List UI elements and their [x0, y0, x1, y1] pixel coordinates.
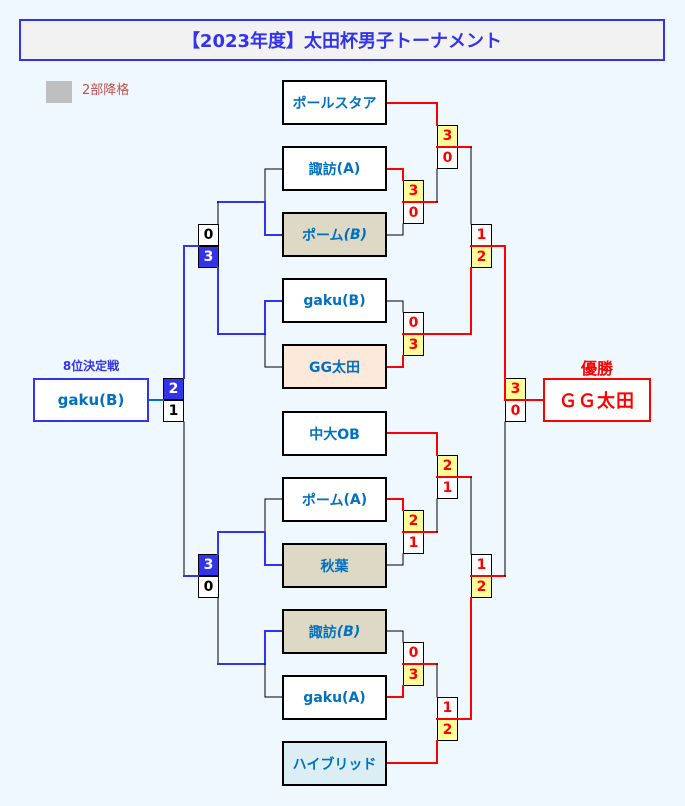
score-cell: 3 [403, 664, 424, 686]
team-suffix: (A) [343, 491, 368, 508]
score-cell: 1 [471, 224, 492, 246]
team-box[interactable]: gaku(B) [282, 278, 387, 323]
team-suffix: (B) [336, 623, 361, 640]
winner-path-line [386, 102, 438, 126]
placement-score-cell: 0 [198, 576, 219, 598]
team-box[interactable]: ハイブリッド [282, 741, 387, 786]
final-score-cell: 3 [505, 378, 526, 400]
score-cell: 2 [437, 455, 458, 477]
score-cell: 1 [437, 477, 458, 499]
score-cell: 2 [403, 510, 424, 532]
team-box[interactable]: GG太田 [282, 344, 387, 389]
placement-path-line [217, 267, 283, 335]
final-score-cell: 0 [505, 400, 526, 422]
placement-path-line [217, 201, 283, 236]
team-box[interactable]: 諏訪(A) [282, 146, 387, 191]
winner-path-line [386, 168, 404, 181]
team-box[interactable]: 中大OB [282, 411, 387, 456]
team-name: 諏訪 [308, 624, 337, 641]
winner-path-line [386, 685, 404, 698]
champion-box[interactable]: ＧＧ太田 [543, 378, 651, 422]
score-cell: 2 [471, 246, 492, 268]
score-cell: 0 [403, 312, 424, 334]
score-cell: 0 [437, 147, 458, 169]
page-title: 【2023年度】太田杯男子トーナメント [19, 19, 665, 61]
team-box[interactable]: ポーム(A) [282, 477, 387, 522]
team-name: ポーム [301, 492, 344, 509]
placement-path-line [183, 245, 199, 379]
team-box[interactable]: ポールスタア [282, 80, 387, 125]
score-cell: 2 [437, 719, 458, 741]
team-suffix: (B) [343, 226, 368, 243]
team-suffix: (A) [336, 160, 361, 177]
team-name: GG太田 [309, 359, 360, 376]
placement-winner-name: gaku(B) [57, 391, 125, 409]
winner-path-line [386, 355, 404, 368]
team-suffix: (B) [342, 292, 366, 309]
placement-score-cell: 3 [198, 554, 219, 576]
team-name: ポーム [301, 227, 344, 244]
winner-path-line [386, 432, 438, 456]
team-box[interactable]: gaku(A) [282, 675, 387, 720]
bracket-line [386, 300, 404, 313]
bracket-line [264, 663, 283, 698]
champion-name: ＧＧ太田 [559, 391, 635, 412]
score-cell: 0 [403, 642, 424, 664]
placement-score-cell: 0 [198, 224, 219, 246]
team-box[interactable]: ポーム(B) [282, 212, 387, 257]
score-cell: 3 [403, 334, 424, 356]
placement-final-score-cell: 2 [163, 378, 184, 400]
placement-final-score-cell: 1 [163, 400, 184, 422]
placement-score-cell: 3 [198, 246, 219, 268]
placement-path-line [217, 531, 283, 566]
team-box[interactable]: 秋葉 [282, 543, 387, 588]
champion-label: 優勝 [580, 359, 613, 378]
score-cell: 1 [471, 554, 492, 576]
winner-path-line [470, 245, 544, 401]
title-text: 【2023年度】太田杯男子トーナメント [181, 31, 503, 52]
team-name: gaku [303, 292, 343, 309]
bracket-line [264, 168, 283, 203]
team-suffix: (A) [342, 689, 366, 706]
score-cell: 0 [403, 202, 424, 224]
placement-path-line [217, 630, 283, 665]
team-box[interactable]: 諏訪(B) [282, 609, 387, 654]
team-name: 中大OB [309, 426, 360, 443]
score-cell: 3 [403, 180, 424, 202]
score-cell: 1 [403, 532, 424, 554]
winner-path-line [386, 740, 438, 764]
legend-label: 2部降格 [82, 83, 130, 98]
winner-path-line [386, 498, 404, 511]
score-cell: 3 [437, 125, 458, 147]
bracket-line [264, 498, 283, 533]
team-name: ハイブリッド [292, 756, 377, 773]
placement-winner-box[interactable]: gaku(B) [33, 378, 149, 422]
legend-swatch [46, 81, 72, 103]
team-name: 秋葉 [320, 558, 349, 575]
bracket-line [264, 333, 283, 368]
team-name: ポールスタア [292, 95, 377, 112]
team-name: gaku [303, 689, 343, 706]
bracket-line [386, 630, 404, 643]
placement-label: 8位決定戦 [62, 359, 120, 373]
bracket-line [386, 553, 404, 566]
score-cell: 1 [437, 697, 458, 719]
score-cell: 2 [471, 576, 492, 598]
team-name: 諏訪 [308, 161, 337, 178]
bracket-line [386, 223, 404, 236]
